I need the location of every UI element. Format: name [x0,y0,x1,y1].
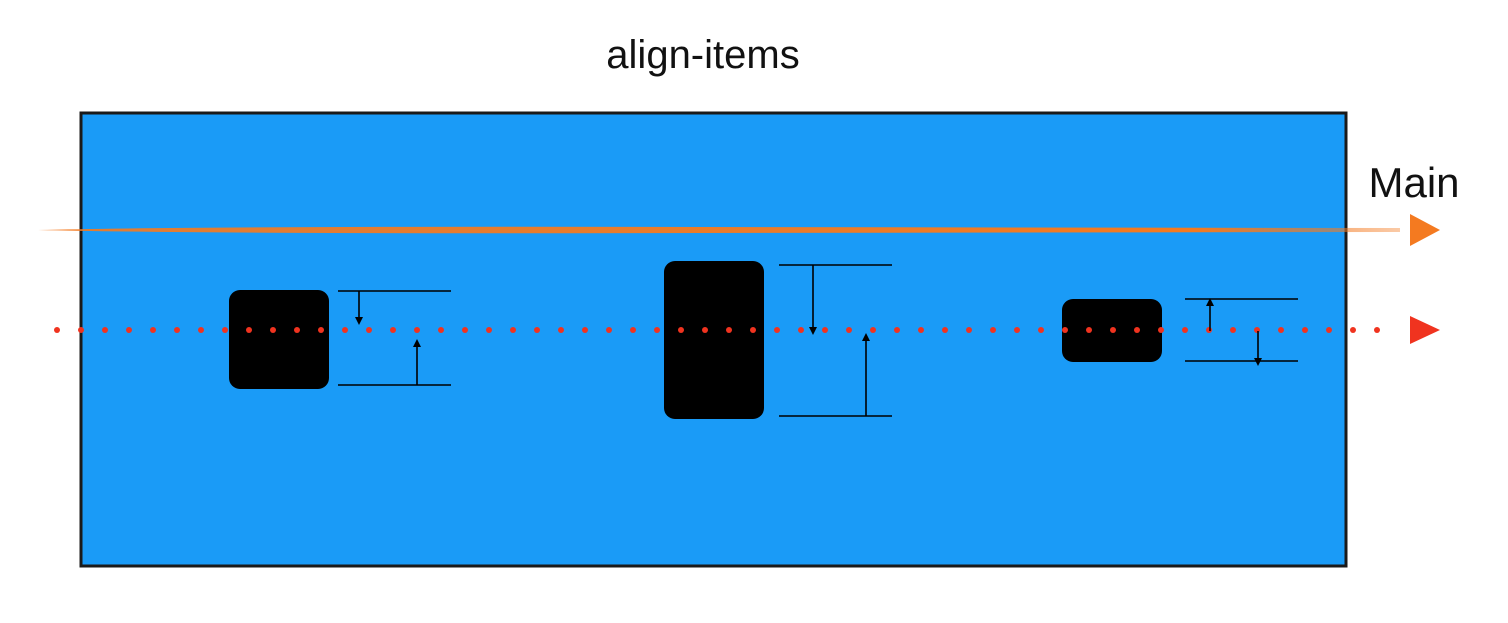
flex-item-1 [229,290,329,389]
center-line-dot [1014,327,1020,333]
center-line-dot [1230,327,1236,333]
main-axis [38,214,1440,246]
center-line-dot [462,327,468,333]
center-line-dot [1062,327,1068,333]
center-line-dot [822,327,828,333]
center-line-dot [270,327,276,333]
center-line-dot [126,327,132,333]
center-line-dot [150,327,156,333]
center-line-dot [654,327,660,333]
center-line-dot [438,327,444,333]
center-line-dot [894,327,900,333]
center-line-dot [294,327,300,333]
center-line-dot [606,327,612,333]
center-line-dot [198,327,204,333]
center-line-dot [366,327,372,333]
center-line-dot [102,327,108,333]
item-1-measure [338,290,451,386]
center-line-dot [1110,327,1116,333]
center-line-dot [750,327,756,333]
center-line-dot [78,327,84,333]
center-line-dot [1182,327,1188,333]
center-line-dot [1278,327,1284,333]
center-line-dot [966,327,972,333]
center-line-dot [342,327,348,333]
center-line-dot [558,327,564,333]
center-line-dot [990,327,996,333]
center-line-dot [54,327,60,333]
center-line-dot [1086,327,1092,333]
center-line-dot [1158,327,1164,333]
center-line-dot [846,327,852,333]
center-line-dot [774,327,780,333]
center-line [54,327,1380,333]
center-line-dot [582,327,588,333]
center-line-dot [1374,327,1380,333]
main-axis-line [38,226,1400,234]
center-line-dot [222,327,228,333]
center-line-dot [918,327,924,333]
main-axis-label: Main [1368,159,1459,206]
center-line-dot [1350,327,1356,333]
center-line-dot [174,327,180,333]
center-line-dot [414,327,420,333]
center-line-dot [246,327,252,333]
center-line-dot [630,327,636,333]
center-line-dot [486,327,492,333]
center-line-dot [1038,327,1044,333]
center-line-dot [726,327,732,333]
center-line-dot [1302,327,1308,333]
center-line-dot [870,327,876,333]
center-line-dot [1254,327,1260,333]
center-line-dot [1206,327,1212,333]
center-line-dot [534,327,540,333]
center-line-dot [390,327,396,333]
center-line-dot [702,327,708,333]
center-line-dot [1326,327,1332,333]
center-line-dot [678,327,684,333]
center-line-dot [510,327,516,333]
item-2-measure [779,264,892,417]
center-line-arrowhead [1410,316,1440,344]
center-line-dot [1134,327,1140,333]
center-line-dot [798,327,804,333]
item-3-measure [1185,298,1298,366]
center-line-dot [942,327,948,333]
center-line-dot [318,327,324,333]
diagram-title: align-items [606,33,799,77]
flex-item-2 [664,261,764,419]
main-axis-arrowhead [1410,214,1440,246]
